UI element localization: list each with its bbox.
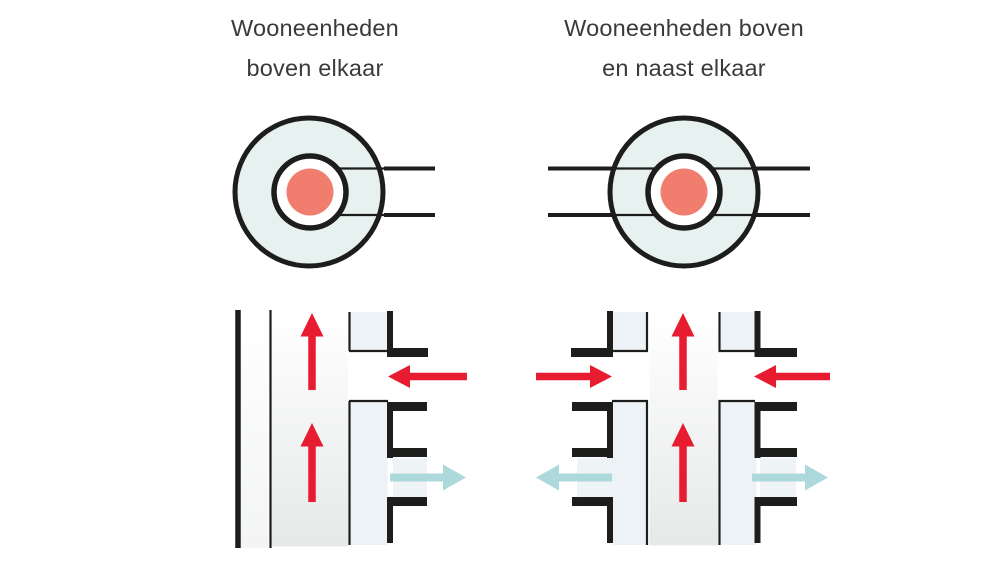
- floor-segment-3-left: [572, 497, 613, 543]
- branch-duct-upper: [350, 312, 388, 351]
- floor-segment-2: [348, 399, 427, 545]
- left-diagram-title: Wooneenheden boven elkaar: [145, 8, 485, 88]
- facade-cavity: [241, 311, 269, 548]
- floor-segment-1: [348, 311, 428, 357]
- floor-segment-3: [387, 497, 427, 543]
- floor-segment-1-right: [718, 311, 797, 357]
- floor-segment-2-left: [572, 399, 649, 545]
- duct-core: [286, 168, 334, 216]
- red-up-arrow-icon: [300, 423, 324, 502]
- red-left-arrow-icon: [754, 365, 830, 388]
- red-right-arrow-icon: [536, 365, 612, 388]
- red-up-arrow-icon: [300, 313, 324, 390]
- teal-right-arrow-icon: [390, 464, 466, 491]
- flow-diagram-side-by-side: [536, 311, 830, 546]
- teal-right-arrow-icon: [752, 464, 828, 491]
- flow-diagram-stacked: [235, 310, 467, 548]
- floor-segment-1-left: [571, 311, 649, 357]
- floor-segment-2-right: [718, 399, 797, 545]
- branch-duct-lower: [350, 402, 388, 545]
- branch-duct-upper-right: [721, 312, 757, 351]
- red-left-arrow-icon: [388, 365, 467, 388]
- floor-segment-3-right: [754, 497, 797, 543]
- left-title-line2: boven elkaar: [246, 55, 384, 81]
- duct-core: [660, 168, 708, 216]
- branch-duct-lower-left: [613, 402, 646, 545]
- right-title-line2: en naast elkaar: [602, 55, 766, 81]
- red-up-arrow-icon: [671, 313, 695, 390]
- branch-duct-lower-right: [721, 402, 757, 545]
- branch-duct-upper-left: [613, 312, 646, 351]
- duct-section-stacked: [232, 115, 435, 269]
- red-up-arrow-icon: [671, 423, 695, 502]
- left-title-line1: Wooneenheden: [231, 15, 399, 41]
- right-diagram-title: Wooneenheden boven en naast elkaar: [514, 8, 854, 88]
- right-title-line1: Wooneenheden boven: [564, 15, 804, 41]
- duct-section-side-by-side: [548, 115, 810, 269]
- teal-left-arrow-icon: [536, 464, 612, 491]
